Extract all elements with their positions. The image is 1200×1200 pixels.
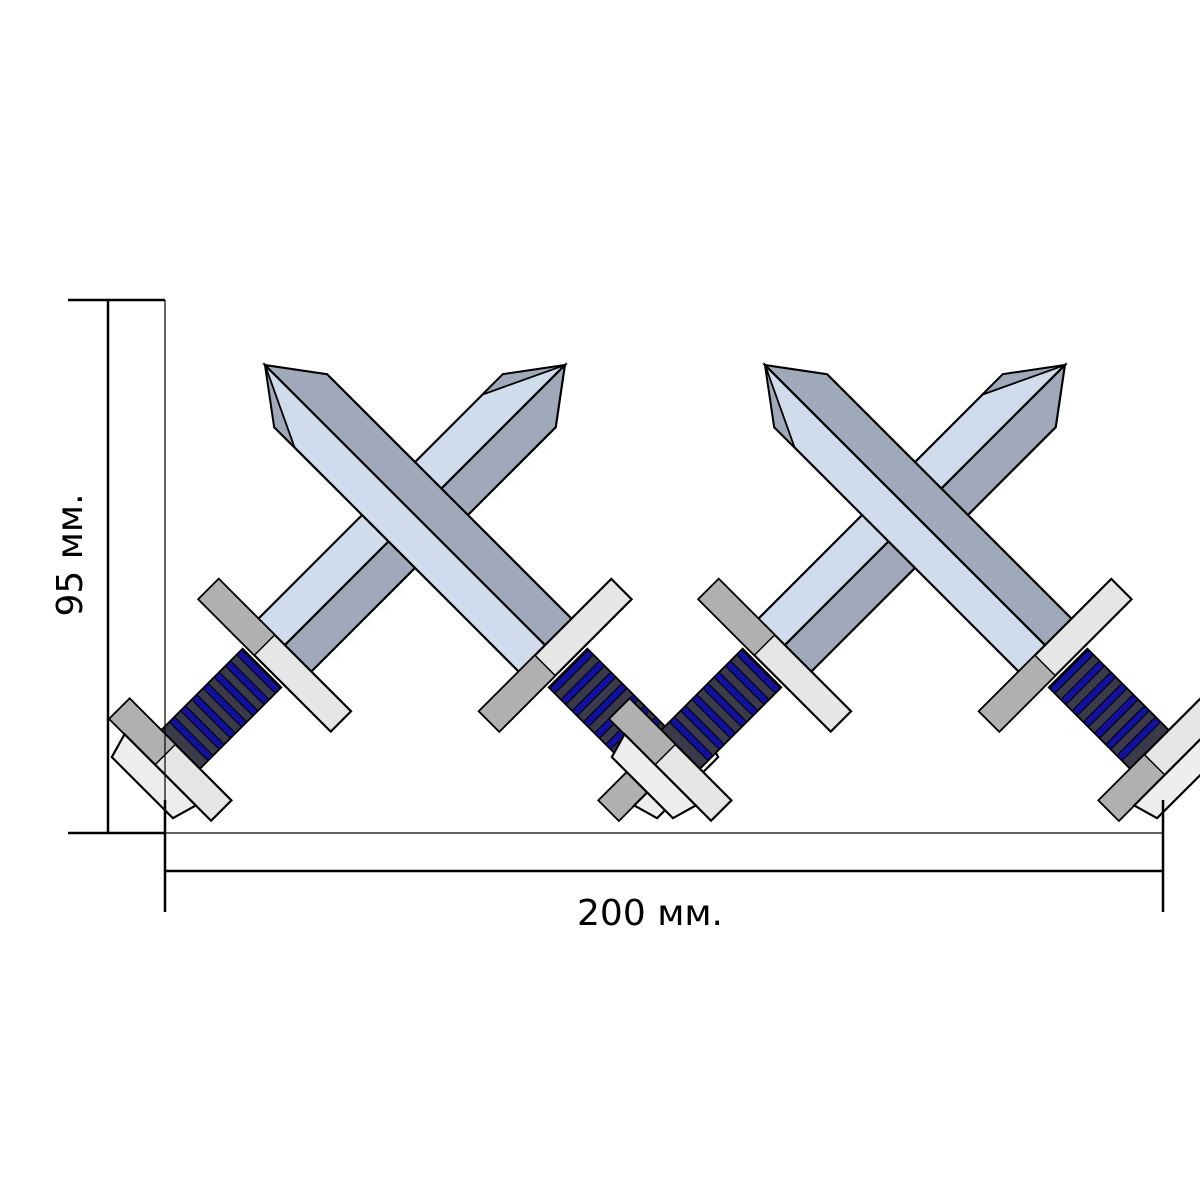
sword-pair-right	[576, 299, 1200, 854]
width-dimension	[163, 800, 1165, 912]
sword-right-b	[699, 299, 1200, 854]
height-label: 95 мм.	[50, 493, 91, 616]
sword-right-a	[576, 299, 1131, 854]
sword-left-a	[76, 299, 631, 854]
width-label: 200 мм.	[577, 893, 723, 934]
height-dimension	[68, 298, 166, 835]
